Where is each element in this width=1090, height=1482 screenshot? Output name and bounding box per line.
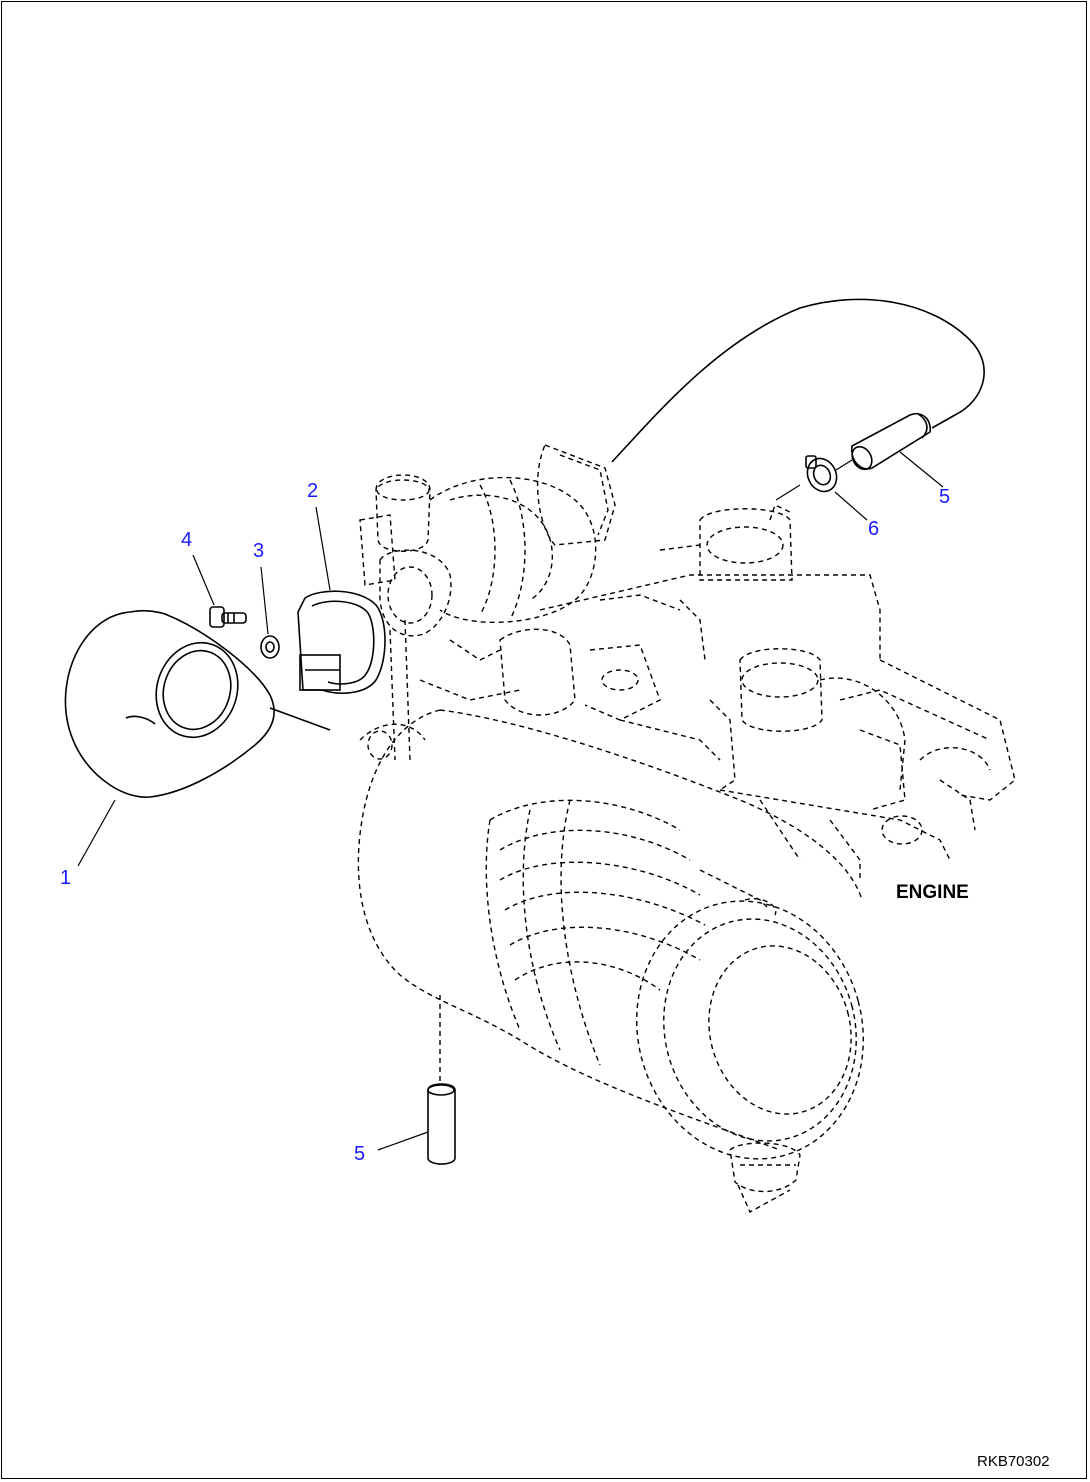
part-5-upper-hose <box>851 413 932 471</box>
part-2-bracket <box>297 590 386 694</box>
engine-label: ENGINE <box>896 882 969 903</box>
callout-1: 1 <box>60 867 71 889</box>
callouts: 1 2 3 4 5 5 6 <box>60 480 950 1165</box>
engine-block <box>419 504 1016 880</box>
air-cleaner <box>357 709 864 1213</box>
part-1-rain-cap <box>64 609 331 798</box>
callout-6: 6 <box>868 518 879 540</box>
part-4-bolt <box>209 606 247 628</box>
part-3-washer <box>260 635 280 659</box>
part-6-clamp <box>805 455 838 493</box>
callout-5-upper: 5 <box>939 486 950 508</box>
part-5-lower-hose <box>427 995 456 1165</box>
callout-4: 4 <box>181 529 192 551</box>
drawing-code: RKB70302 <box>977 1453 1050 1470</box>
callout-3: 3 <box>253 540 264 562</box>
callout-2: 2 <box>307 480 318 502</box>
turbocharger <box>359 444 616 761</box>
leader-lines <box>77 451 944 1151</box>
hose-line <box>611 298 985 501</box>
callout-5-lower: 5 <box>354 1143 365 1165</box>
